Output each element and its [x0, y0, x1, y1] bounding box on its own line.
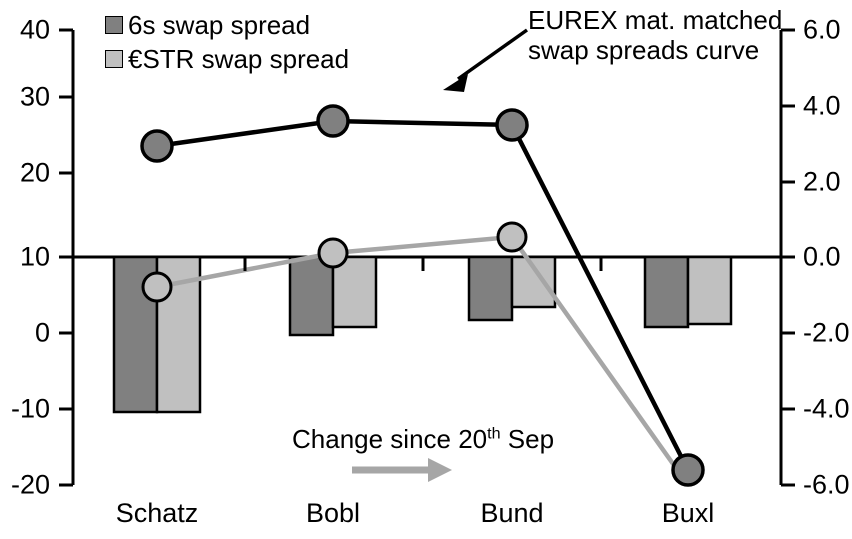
- left-tick-label-40: 40: [19, 14, 50, 45]
- legend-label-estr-swap-spread: €STR swap spread: [128, 44, 350, 74]
- right-axis: [779, 28, 795, 487]
- right-tick-label-6: 6.0: [803, 14, 841, 45]
- left-tick-label-30: 30: [19, 81, 50, 112]
- curve-annotation-arrow-head: [443, 74, 468, 92]
- bar-buxl-estr: [686, 255, 733, 326]
- right-tick-label-minus4: -4.0: [803, 393, 850, 424]
- category-label-bobl: Bobl: [305, 498, 361, 528]
- right-tick-label-minus6: -6.0: [803, 469, 850, 500]
- markers-eurex-curve: [140, 104, 705, 487]
- legend-item-6s-swap-spread: 6s swap spread: [105, 8, 349, 42]
- marker-eurex-schatz: [140, 129, 174, 163]
- marker-change-bund: [496, 221, 528, 253]
- left-tick-label-0: 0: [34, 317, 50, 348]
- annotation-change-since-ordinal: th: [487, 424, 501, 443]
- change-annotation-arrow: [352, 458, 452, 482]
- right-tick-label-0: 0.0: [803, 241, 841, 272]
- right-tick-label-minus2: -2.0: [803, 317, 850, 348]
- legend-swatch-6s-swap-spread: [105, 16, 123, 34]
- change-annotation-arrow-head: [428, 458, 452, 482]
- marker-change-schatz: [141, 271, 173, 303]
- legend-label-6s-swap-spread: 6s swap spread: [128, 10, 311, 40]
- category-label-schatz: Schatz: [115, 498, 199, 528]
- left-tick-label-minus10: -10: [10, 393, 50, 424]
- right-tick-label-2: 2.0: [803, 166, 841, 197]
- right-axis-labels: 6.0 4.0 2.0 0.0 -2.0 -4.0 -6.0: [803, 0, 852, 539]
- annotation-change-since-suffix: Sep: [500, 424, 555, 454]
- curve-annotation-arrow: [443, 28, 529, 92]
- marker-change-bobl: [317, 237, 349, 269]
- category-label-bund: Bund: [480, 498, 544, 528]
- marker-eurex-buxl: [671, 453, 705, 487]
- left-tick-label-10: 10: [19, 241, 50, 272]
- legend-item-estr-swap-spread: €STR swap spread: [105, 42, 349, 76]
- line-eurex-curve: [156, 118, 691, 472]
- bar-group-buxl: [643, 255, 733, 329]
- category-label-buxl: Buxl: [661, 498, 715, 528]
- annotation-change-since: Change since 20th Sep: [292, 424, 555, 454]
- left-tick-label-20: 20: [19, 157, 50, 188]
- chart-legend: 6s swap spread €STR swap spread: [105, 8, 349, 76]
- annotation-eurex-curve-line2: swap spreads curve: [528, 34, 760, 65]
- bar-bund-estr: [510, 255, 557, 309]
- annotation-change-since-prefix: Change since 20: [292, 424, 488, 454]
- right-tick-label-4: 4.0: [803, 90, 841, 121]
- marker-eurex-bund: [495, 108, 529, 142]
- bar-bobl-estr: [331, 255, 378, 329]
- left-axis: [59, 28, 75, 487]
- bar-group-bund: [467, 255, 557, 322]
- category-ticks: [243, 257, 603, 271]
- curve-annotation-arrow-line: [456, 28, 529, 81]
- left-axis-labels: 40 30 20 10 0 -10 -20: [0, 0, 50, 539]
- annotation-eurex-curve-line1: EUREX mat. matched: [528, 5, 783, 35]
- annotation-eurex-curve: EUREX mat. matched swap spreads curve: [528, 5, 783, 66]
- markers-change-since: [141, 221, 528, 303]
- marker-eurex-bobl: [316, 104, 350, 138]
- left-tick-label-minus20: -20: [10, 469, 50, 500]
- legend-swatch-estr-swap-spread: [105, 50, 123, 68]
